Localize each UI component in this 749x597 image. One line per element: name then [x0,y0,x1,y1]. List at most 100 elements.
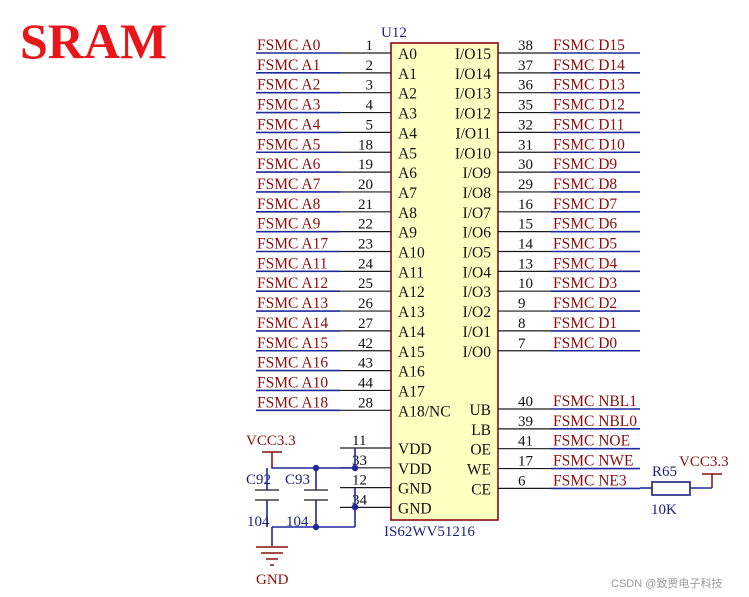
pin-number: 4 [366,98,374,114]
junction-dot [351,503,359,511]
net-label: FSMC A10 [257,374,328,391]
pin-name: A12 [398,284,425,301]
net-label: FSMC D12 [553,97,625,114]
net-label: FSMC D5 [553,236,617,253]
junction-dot [312,523,320,531]
pin-number: 10 [518,276,533,292]
pin-name: A0 [398,46,417,63]
pin-name: A16 [398,364,425,381]
pin-number: 2 [366,58,374,74]
pin-number: 8 [518,316,526,332]
net-label: FSMC A2 [257,77,320,94]
net-label: FSMC A11 [257,255,328,272]
pin-name: A4 [398,125,417,142]
pin-name: A3 [398,106,417,123]
vcc-wire-cap [271,466,355,469]
resistor-value: 10K [651,502,677,518]
pin-name: I/O15 [455,46,491,63]
pin-name: A13 [398,304,425,321]
pin-name: A6 [398,165,417,182]
pin-number: 19 [358,157,373,173]
pin-number: 25 [358,276,373,292]
pin-number: 30 [518,157,533,173]
pin-name: VDD [398,441,432,458]
pin-name: WE [467,462,491,479]
pin-name: I/O9 [463,165,492,182]
net-label: FSMC NBL0 [553,413,637,430]
pin-name: I/O8 [463,185,492,202]
pin-number: 11 [352,433,366,449]
net-label: FSMC NWE [553,453,634,470]
pin-name: LB [471,422,491,439]
net-label: FSMC A0 [257,37,321,54]
gnd-symbol [256,546,288,566]
pin-number: 28 [358,395,373,411]
pin-number: 21 [358,197,373,213]
junction-dot [312,464,320,472]
pin-name: A18/NC [398,403,451,420]
junction-dot [351,464,359,472]
pin-name: UB [469,402,491,419]
pin-name: VDD [398,461,432,478]
pin-name: A9 [398,225,417,242]
pin-name: I/O2 [463,304,491,321]
pin-number: 31 [518,137,533,153]
pin-number: 36 [518,78,534,94]
pin-name: I/O13 [455,86,491,103]
net-label: FSMC A7 [257,176,321,193]
pin-number: 7 [518,336,526,352]
pin-name: CE [471,481,491,498]
pin-number: 32 [518,117,533,133]
pin-name: A14 [398,324,425,341]
pin-number: 37 [518,58,534,74]
pin-number: 41 [518,434,533,450]
pin-name: I/O4 [463,264,492,281]
pin-name: I/O11 [455,125,491,142]
net-label: FSMC D9 [553,156,617,173]
pin-number: 24 [358,256,374,272]
net-label: FSMC D2 [553,295,617,312]
net-label: FSMC NOE [553,433,630,450]
pin-name: I/O7 [463,205,492,222]
pin-name: I/O0 [463,344,492,361]
cap-c92-value: 104 [247,514,270,530]
pin-number: 13 [518,256,533,272]
pin-number: 38 [518,38,533,54]
pin-number: 17 [518,454,534,470]
net-label: FSMC D0 [553,335,617,352]
pin-name: I/O14 [455,66,491,83]
pin-number: 14 [518,237,534,253]
pin-number: 15 [518,217,533,233]
pin-name: I/O1 [463,324,491,341]
pin-name: A11 [398,264,424,281]
page-title: SRAM [20,13,167,69]
net-label: FSMC A13 [257,295,328,312]
net-label: FSMC D10 [553,136,625,153]
net-label: FSMC D14 [553,57,625,74]
pin-number: 39 [518,414,533,430]
pin-name: I/O5 [463,245,492,262]
pin-name: A8 [398,205,417,222]
net-label: FSMC A5 [257,136,321,153]
pin-number: 26 [358,296,374,312]
resistor-r65 [651,481,691,496]
net-label: FSMC D13 [553,77,625,94]
net-label: FSMC D11 [553,116,624,133]
resistor-designator: R65 [652,464,677,480]
net-label: FSMC D1 [553,315,617,332]
sram-chip-body [390,42,499,521]
cap-c93-designator: C93 [285,472,310,488]
net-label: FSMC D3 [553,275,617,292]
pin-number: 23 [358,237,373,253]
net-label: FSMC A9 [257,216,321,233]
pin-name: A17 [398,383,425,400]
net-label: FSMC A8 [257,196,321,213]
net-label: FSMC A14 [257,315,328,332]
gnd-label: GND [256,572,289,588]
chip-designator: U12 [381,25,407,41]
pin-number: 16 [518,197,534,213]
